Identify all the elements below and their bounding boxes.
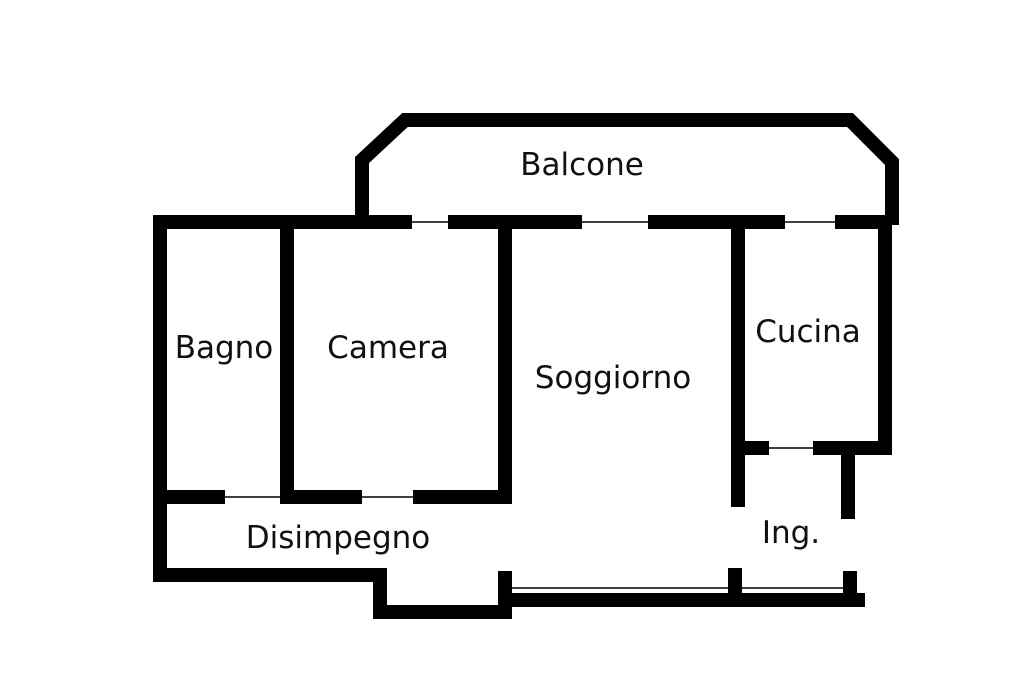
- label-balcone: Balcone: [520, 147, 644, 183]
- label-cucina: Cucina: [755, 314, 861, 350]
- label-bagno: Bagno: [175, 330, 274, 366]
- openings: [218, 221, 850, 589]
- room-labels: Balcone Bagno Camera Soggiorno Cucina Di…: [175, 147, 861, 556]
- label-soggiorno: Soggiorno: [535, 360, 691, 396]
- label-camera: Camera: [327, 330, 449, 366]
- walls: [153, 113, 899, 619]
- label-ingresso: Ing.: [762, 515, 820, 551]
- balcony-wall: [355, 113, 899, 225]
- label-disimpegno: Disimpegno: [246, 520, 431, 556]
